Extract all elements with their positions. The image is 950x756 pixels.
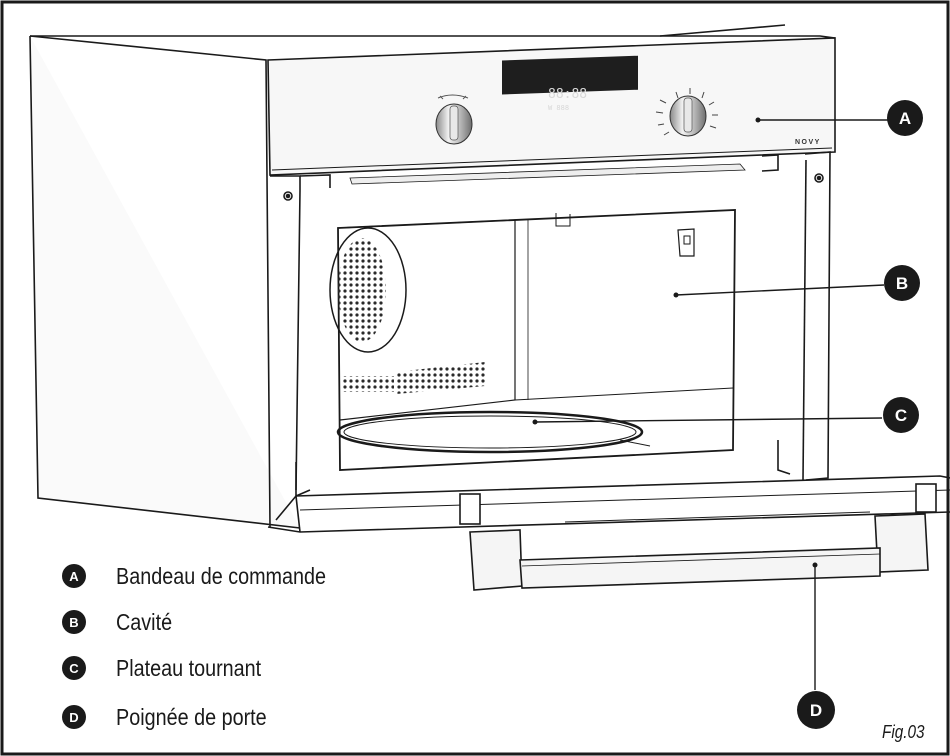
svg-text:C: C xyxy=(895,406,907,425)
legend-item-b: B Cavité xyxy=(62,605,181,639)
legend-text-a: Bandeau de commande xyxy=(116,562,327,589)
leader-dots xyxy=(532,117,818,568)
svg-text:A: A xyxy=(899,109,911,128)
legend-badge-b: B xyxy=(62,610,86,634)
figure-label: Fig.03 xyxy=(882,722,925,742)
door-handle xyxy=(469,513,929,591)
turntable xyxy=(336,410,651,454)
callout-d: D xyxy=(797,691,835,729)
legend-badge-a: A xyxy=(62,564,86,588)
door-frame xyxy=(270,151,831,491)
display-screen xyxy=(502,55,638,95)
left-knob[interactable] xyxy=(435,94,473,145)
brand-logo: NOVY xyxy=(795,139,821,146)
legend-text-b: Cavité xyxy=(116,608,173,635)
right-knob[interactable] xyxy=(655,88,718,137)
oven-body xyxy=(29,24,836,529)
legend-text-c: Plateau tournant xyxy=(116,654,262,681)
legend-badge-d: D xyxy=(62,705,86,729)
oven-door xyxy=(267,440,950,533)
leader-lines xyxy=(534,119,888,690)
callout-b: B xyxy=(884,265,920,301)
callout-c: C xyxy=(883,397,919,433)
legend-item-d: D Poignée de porte xyxy=(62,700,291,734)
legend-text-d: Poignée de porte xyxy=(116,703,267,730)
control-panel: 88:88 W 888 NOVY xyxy=(267,37,836,185)
svg-text:D: D xyxy=(810,701,822,720)
callout-a: A xyxy=(887,100,923,136)
legend-badge-c: C xyxy=(62,656,86,680)
svg-text:B: B xyxy=(896,274,908,293)
oven-cavity xyxy=(329,209,736,471)
display-time: 88:88 xyxy=(548,87,587,102)
legend-item-a: A Bandeau de commande xyxy=(62,559,360,593)
display-sub: W 888 xyxy=(548,104,569,112)
legend-item-c: C Plateau tournant xyxy=(62,651,285,685)
